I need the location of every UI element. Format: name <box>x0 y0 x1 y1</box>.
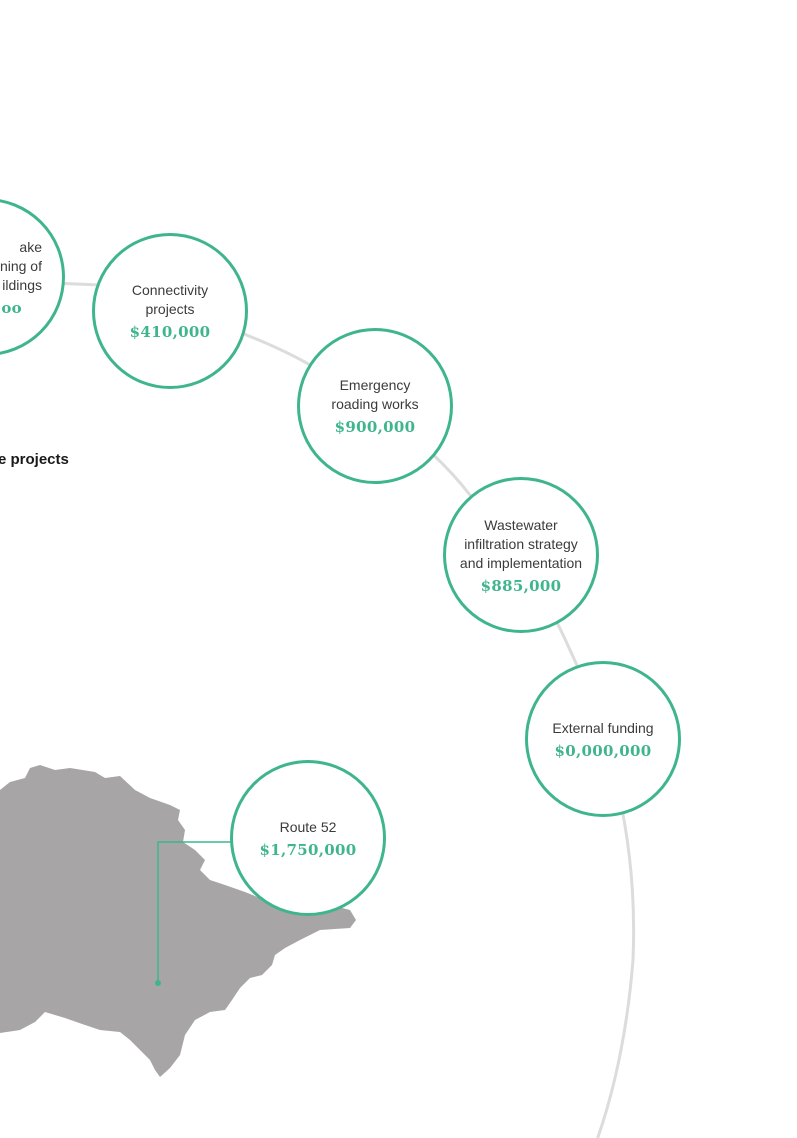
project-amount: $900,000 <box>334 418 416 436</box>
route-callout-dot <box>155 980 161 986</box>
project-node-route-52: Route 52 $1,750,000 <box>230 760 386 916</box>
project-amount: $410,000 <box>129 323 211 341</box>
project-node-emergency-roading: Emergency roading works $900,000 <box>297 328 453 484</box>
project-label: External funding <box>552 719 654 736</box>
project-label: Wastewater infiltration strategy and imp… <box>459 516 583 571</box>
project-label: Route 52 <box>279 818 337 835</box>
project-amount: $1,750,000 <box>259 840 357 859</box>
project-node-wastewater: Wastewater infiltration strategy and imp… <box>443 477 599 633</box>
project-node-external-funding: External funding $0,000,000 <box>525 661 681 817</box>
project-amount: $885,000 <box>480 576 562 595</box>
section-heading: e projects <box>0 451 69 468</box>
project-node-connectivity: Connectivity projects $410,000 <box>92 233 248 389</box>
region-map <box>0 765 356 1077</box>
project-label: ake ning of ildings <box>0 238 42 293</box>
project-label: Connectivity projects <box>131 282 209 317</box>
project-label: Emergency roading works <box>331 377 419 412</box>
project-amount: $0,000,000 <box>554 741 652 760</box>
route-callout-line <box>157 841 233 983</box>
project-amount: oo <box>1 298 22 317</box>
